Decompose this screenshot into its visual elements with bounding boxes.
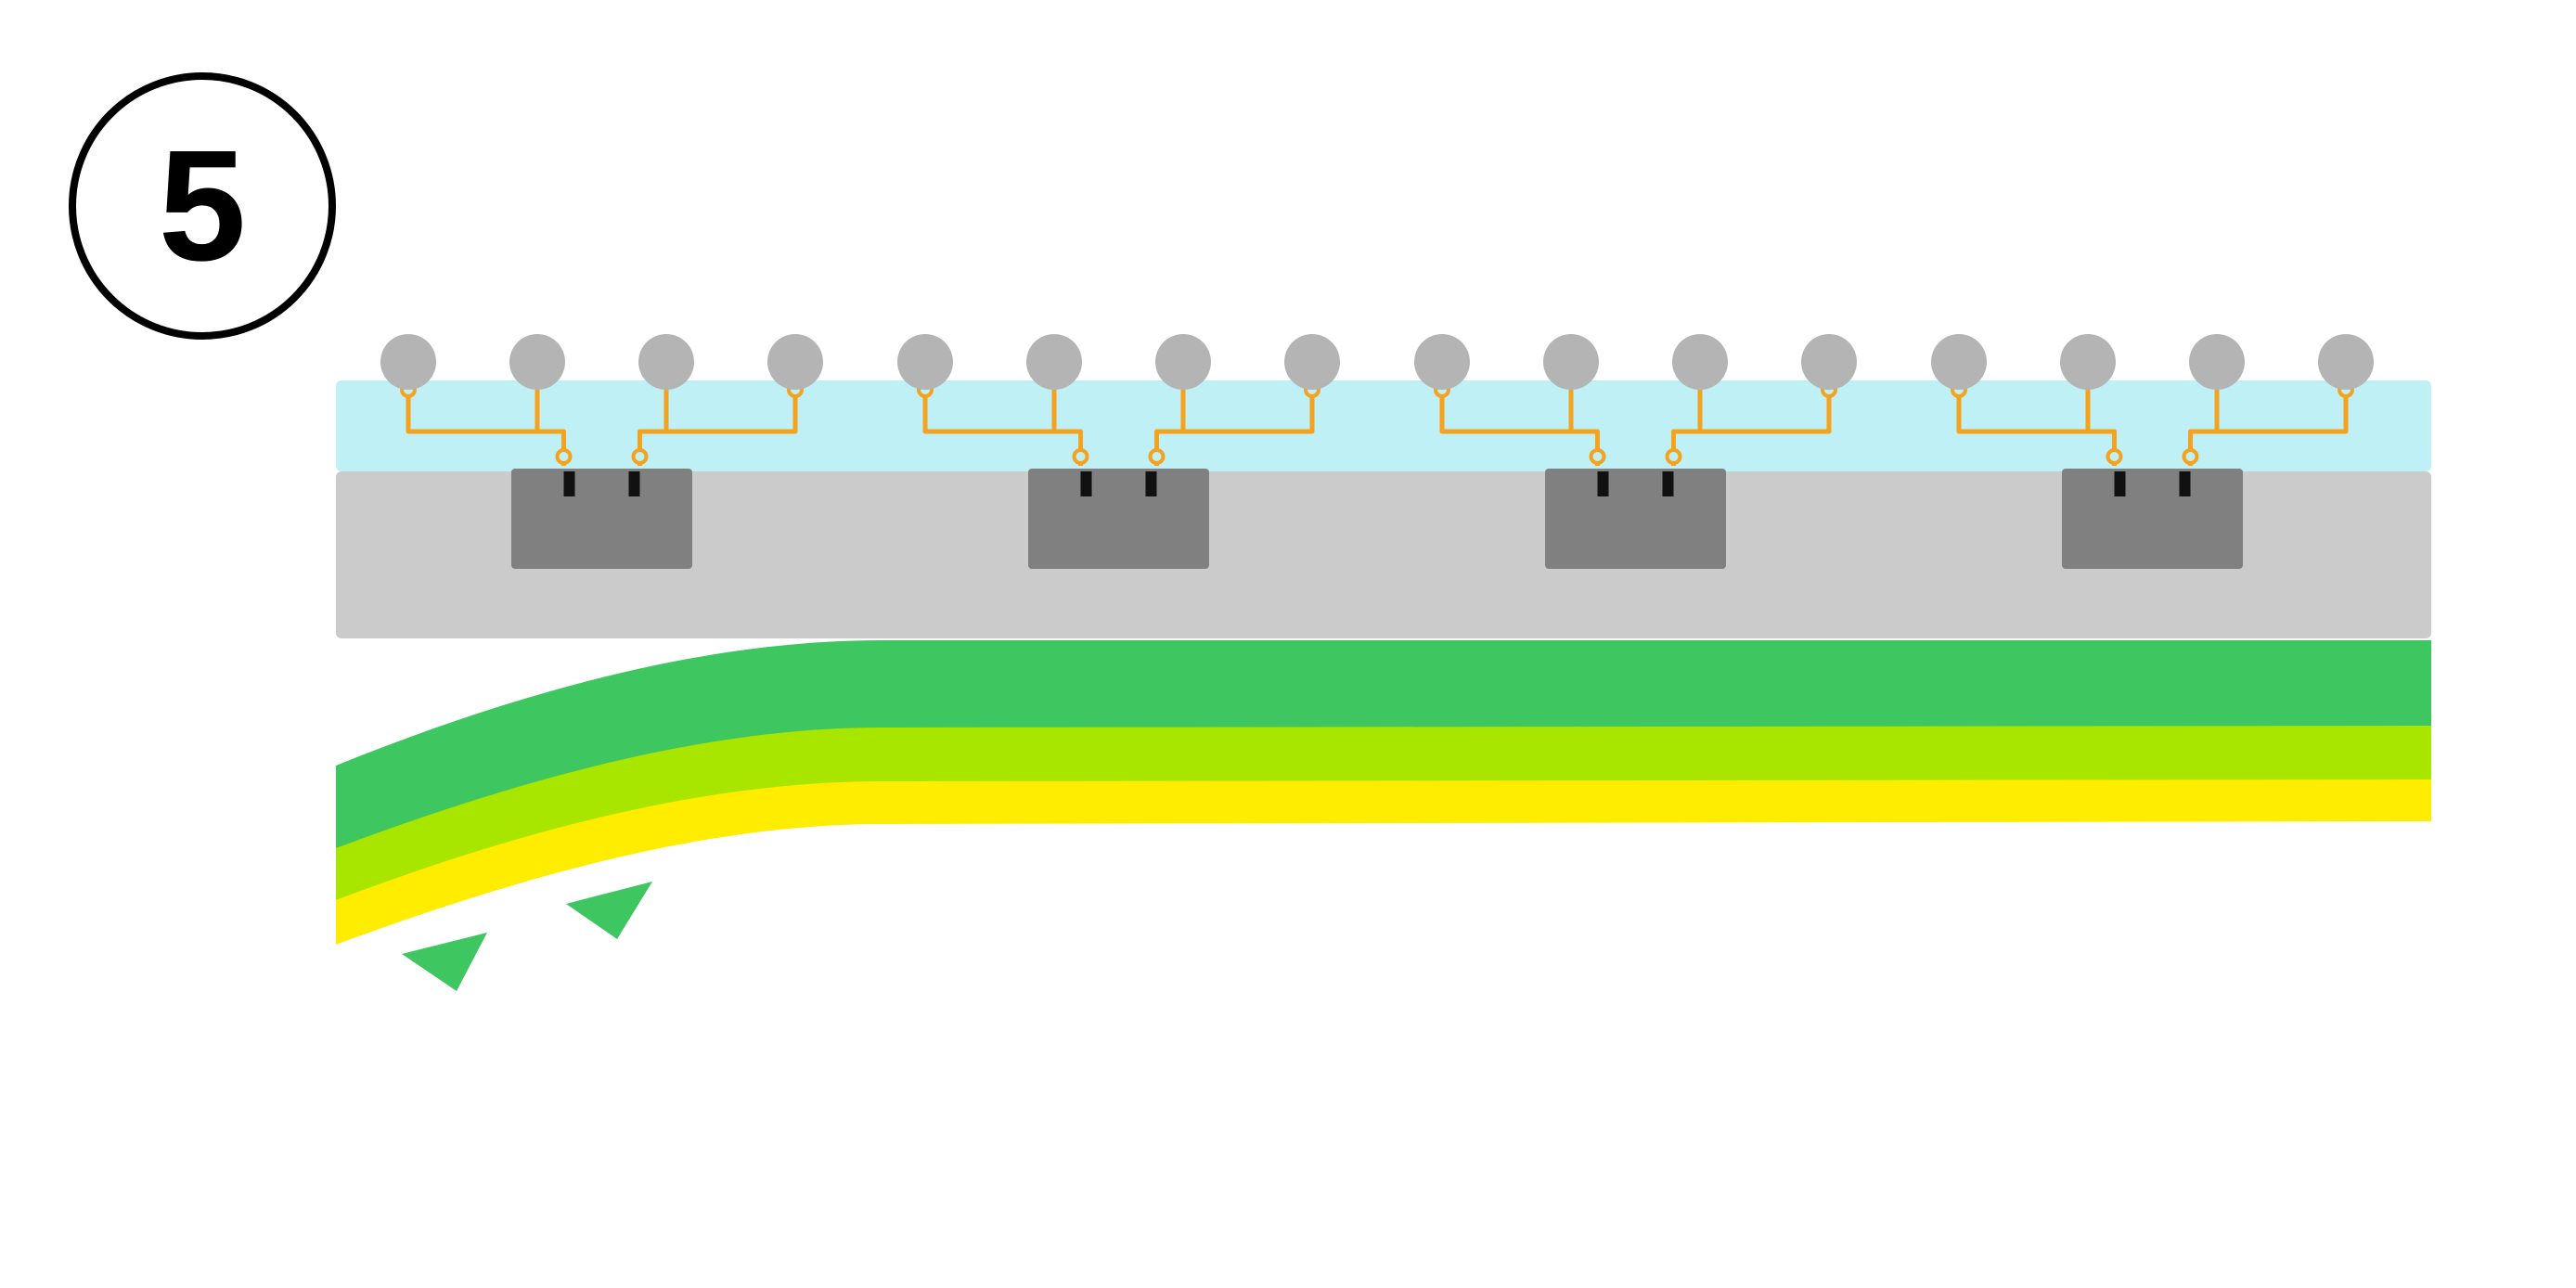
package-assembly [336, 334, 2431, 638]
die-pad [1145, 471, 1157, 496]
solder-ball [2189, 334, 2245, 390]
via-ring [631, 448, 649, 465]
via-ring [1665, 448, 1682, 465]
solder-ball [638, 334, 694, 390]
die-pad [1597, 471, 1609, 496]
solder-ball [509, 334, 565, 390]
solder-ball [1414, 334, 1470, 390]
solder-ball [1284, 334, 1340, 390]
die [2062, 469, 2243, 569]
via-ring [1072, 448, 1089, 465]
adhesive-layer-yellow [336, 778, 2431, 945]
solder-ball [767, 334, 823, 390]
die-pad [2179, 471, 2191, 496]
solder-ball [1801, 334, 1857, 390]
solder-balls [380, 334, 2374, 390]
solder-ball [1543, 334, 1599, 390]
die [1545, 469, 1726, 569]
mold-compound-body [336, 471, 2431, 638]
step-number-badge: 5 [69, 72, 336, 340]
solder-ball [380, 334, 436, 390]
via-ring [555, 448, 573, 465]
die [511, 469, 692, 569]
die-pad [628, 471, 640, 496]
solder-ball [2060, 334, 2116, 390]
carrier-tape-stack [336, 640, 2431, 991]
peel-direction-arrow [566, 882, 652, 939]
die-pad [2114, 471, 2126, 496]
redistribution-layer [336, 380, 2431, 471]
carrier-film-green [336, 640, 2431, 848]
die-pad [1662, 471, 1674, 496]
die-pad [1080, 471, 1092, 496]
solder-ball [897, 334, 953, 390]
peel-direction-arrow [402, 933, 487, 991]
via-ring [1148, 448, 1166, 465]
redistribution-traces [400, 381, 2354, 466]
step-number-text: 5 [159, 118, 247, 294]
solder-ball [1026, 334, 1082, 390]
solder-ball [1155, 334, 1211, 390]
solder-ball [2318, 334, 2374, 390]
solder-ball [1931, 334, 1987, 390]
die [1028, 469, 1209, 569]
via-ring [2106, 448, 2123, 465]
adhesive-layer-lime [336, 724, 2431, 900]
die-pad [563, 471, 575, 496]
step-number-circle [69, 72, 336, 340]
via-ring [2182, 448, 2199, 465]
solder-ball [1672, 334, 1728, 390]
via-ring [1589, 448, 1606, 465]
semiconductor-dies [511, 469, 2243, 569]
